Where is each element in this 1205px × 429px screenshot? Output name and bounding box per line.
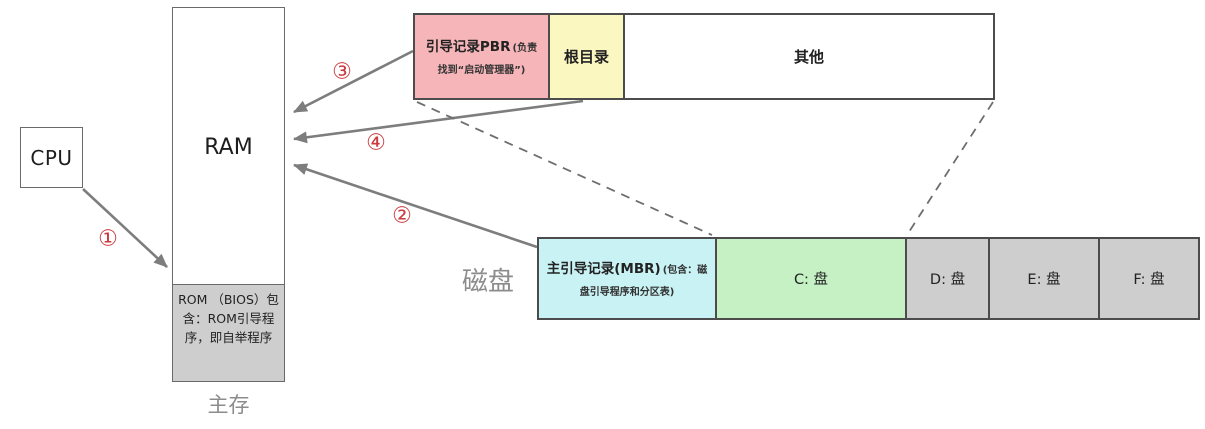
disk-caption: 磁盘 xyxy=(462,267,515,297)
step-3-badge: ③ xyxy=(332,59,352,85)
f-drive-label: F: 盘 xyxy=(1133,272,1165,288)
rom-bios-section: ROM （BIOS）包含：ROM引导程序，即自举程序 xyxy=(173,284,284,381)
root-directory-label: 根目录 xyxy=(563,48,609,66)
disk-d-drive: D: 盘 xyxy=(907,239,990,318)
ram-box: RAM ROM （BIOS）包含：ROM引导程序，即自举程序 xyxy=(172,7,285,382)
disk-bar: 主引导记录(MBR)(包含：磁盘引导程序和分区表) C: 盘 D: 盘 E: 盘… xyxy=(537,237,1200,320)
dashed-connector-left xyxy=(416,101,713,236)
arrow-2-mbr-to-ram xyxy=(293,163,538,249)
disk-mbr: 主引导记录(MBR)(包含：磁盘引导程序和分区表) xyxy=(539,239,717,318)
disk-c-drive: C: 盘 xyxy=(717,239,907,318)
arrow-1-cpu-to-rom xyxy=(82,188,168,268)
dashed-connector-right xyxy=(906,101,994,236)
pbr-note: (负责找到“启动管理器”) xyxy=(437,42,538,76)
ram-label: RAM xyxy=(204,135,253,160)
c-drive-label: C: 盘 xyxy=(793,272,829,288)
cpu-box: CPU xyxy=(20,127,83,188)
other-label: 其他 xyxy=(793,48,824,66)
partition-root-directory: 根目录 xyxy=(550,15,625,98)
d-drive-label: D: 盘 xyxy=(929,272,966,288)
mbr-title: 主引导记录(MBR) xyxy=(546,260,661,277)
cpu-label: CPU xyxy=(30,145,73,170)
step-2-badge: ② xyxy=(392,203,412,229)
partition-pbr: 引导记录PBR(负责找到“启动管理器”) xyxy=(415,15,550,98)
step-4-badge: ④ xyxy=(366,130,386,156)
mbr-note: (包含：磁盘引导程序和分区表) xyxy=(579,264,708,298)
disk-e-drive: E: 盘 xyxy=(990,239,1100,318)
arrow-3-pbr-to-ram xyxy=(293,49,414,114)
e-drive-label: E: 盘 xyxy=(1027,272,1061,288)
main-memory-caption: 主存 xyxy=(207,393,250,417)
partition-detail-bar: 引导记录PBR(负责找到“启动管理器”) 根目录 其他 xyxy=(413,13,995,100)
step-1-badge: ① xyxy=(98,226,118,252)
partition-other: 其他 xyxy=(625,15,993,98)
pbr-title: 引导记录PBR xyxy=(425,38,511,55)
disk-f-drive: F: 盘 xyxy=(1100,239,1198,318)
arrow-4-rootdir-to-ram xyxy=(293,99,584,144)
